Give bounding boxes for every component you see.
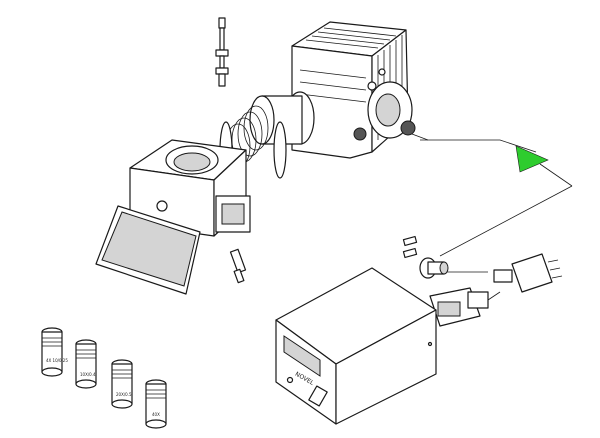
- direction-arrow: [515, 145, 549, 173]
- spare-fuses: [402, 235, 418, 259]
- spare-fuse-rod: [215, 17, 229, 87]
- objective-lens-3: 20X/0.5: [111, 359, 133, 409]
- objective-3-label: 20X/0.5: [116, 392, 132, 397]
- adapter-screw: [229, 248, 247, 284]
- objective-4-label: 40X: [152, 412, 160, 417]
- objective-lens-4: 40X: [145, 379, 167, 429]
- objective-2-label: 10X/0.4: [80, 372, 96, 377]
- power-supply-box: NOVEL: [275, 267, 437, 425]
- iec-connector: [429, 287, 501, 327]
- objective-1-label: 4X 10/0.25: [46, 358, 68, 363]
- lamp-connector-plug: [419, 257, 449, 279]
- lamp-house: [291, 21, 429, 159]
- power-plug: [493, 253, 563, 293]
- connection-lines: [420, 139, 573, 273]
- objective-lens-2: 10X/0.4: [75, 339, 97, 389]
- microscope-lamp-mount: [95, 139, 251, 295]
- objective-lens-1: 4X 10/0.25: [41, 327, 68, 377]
